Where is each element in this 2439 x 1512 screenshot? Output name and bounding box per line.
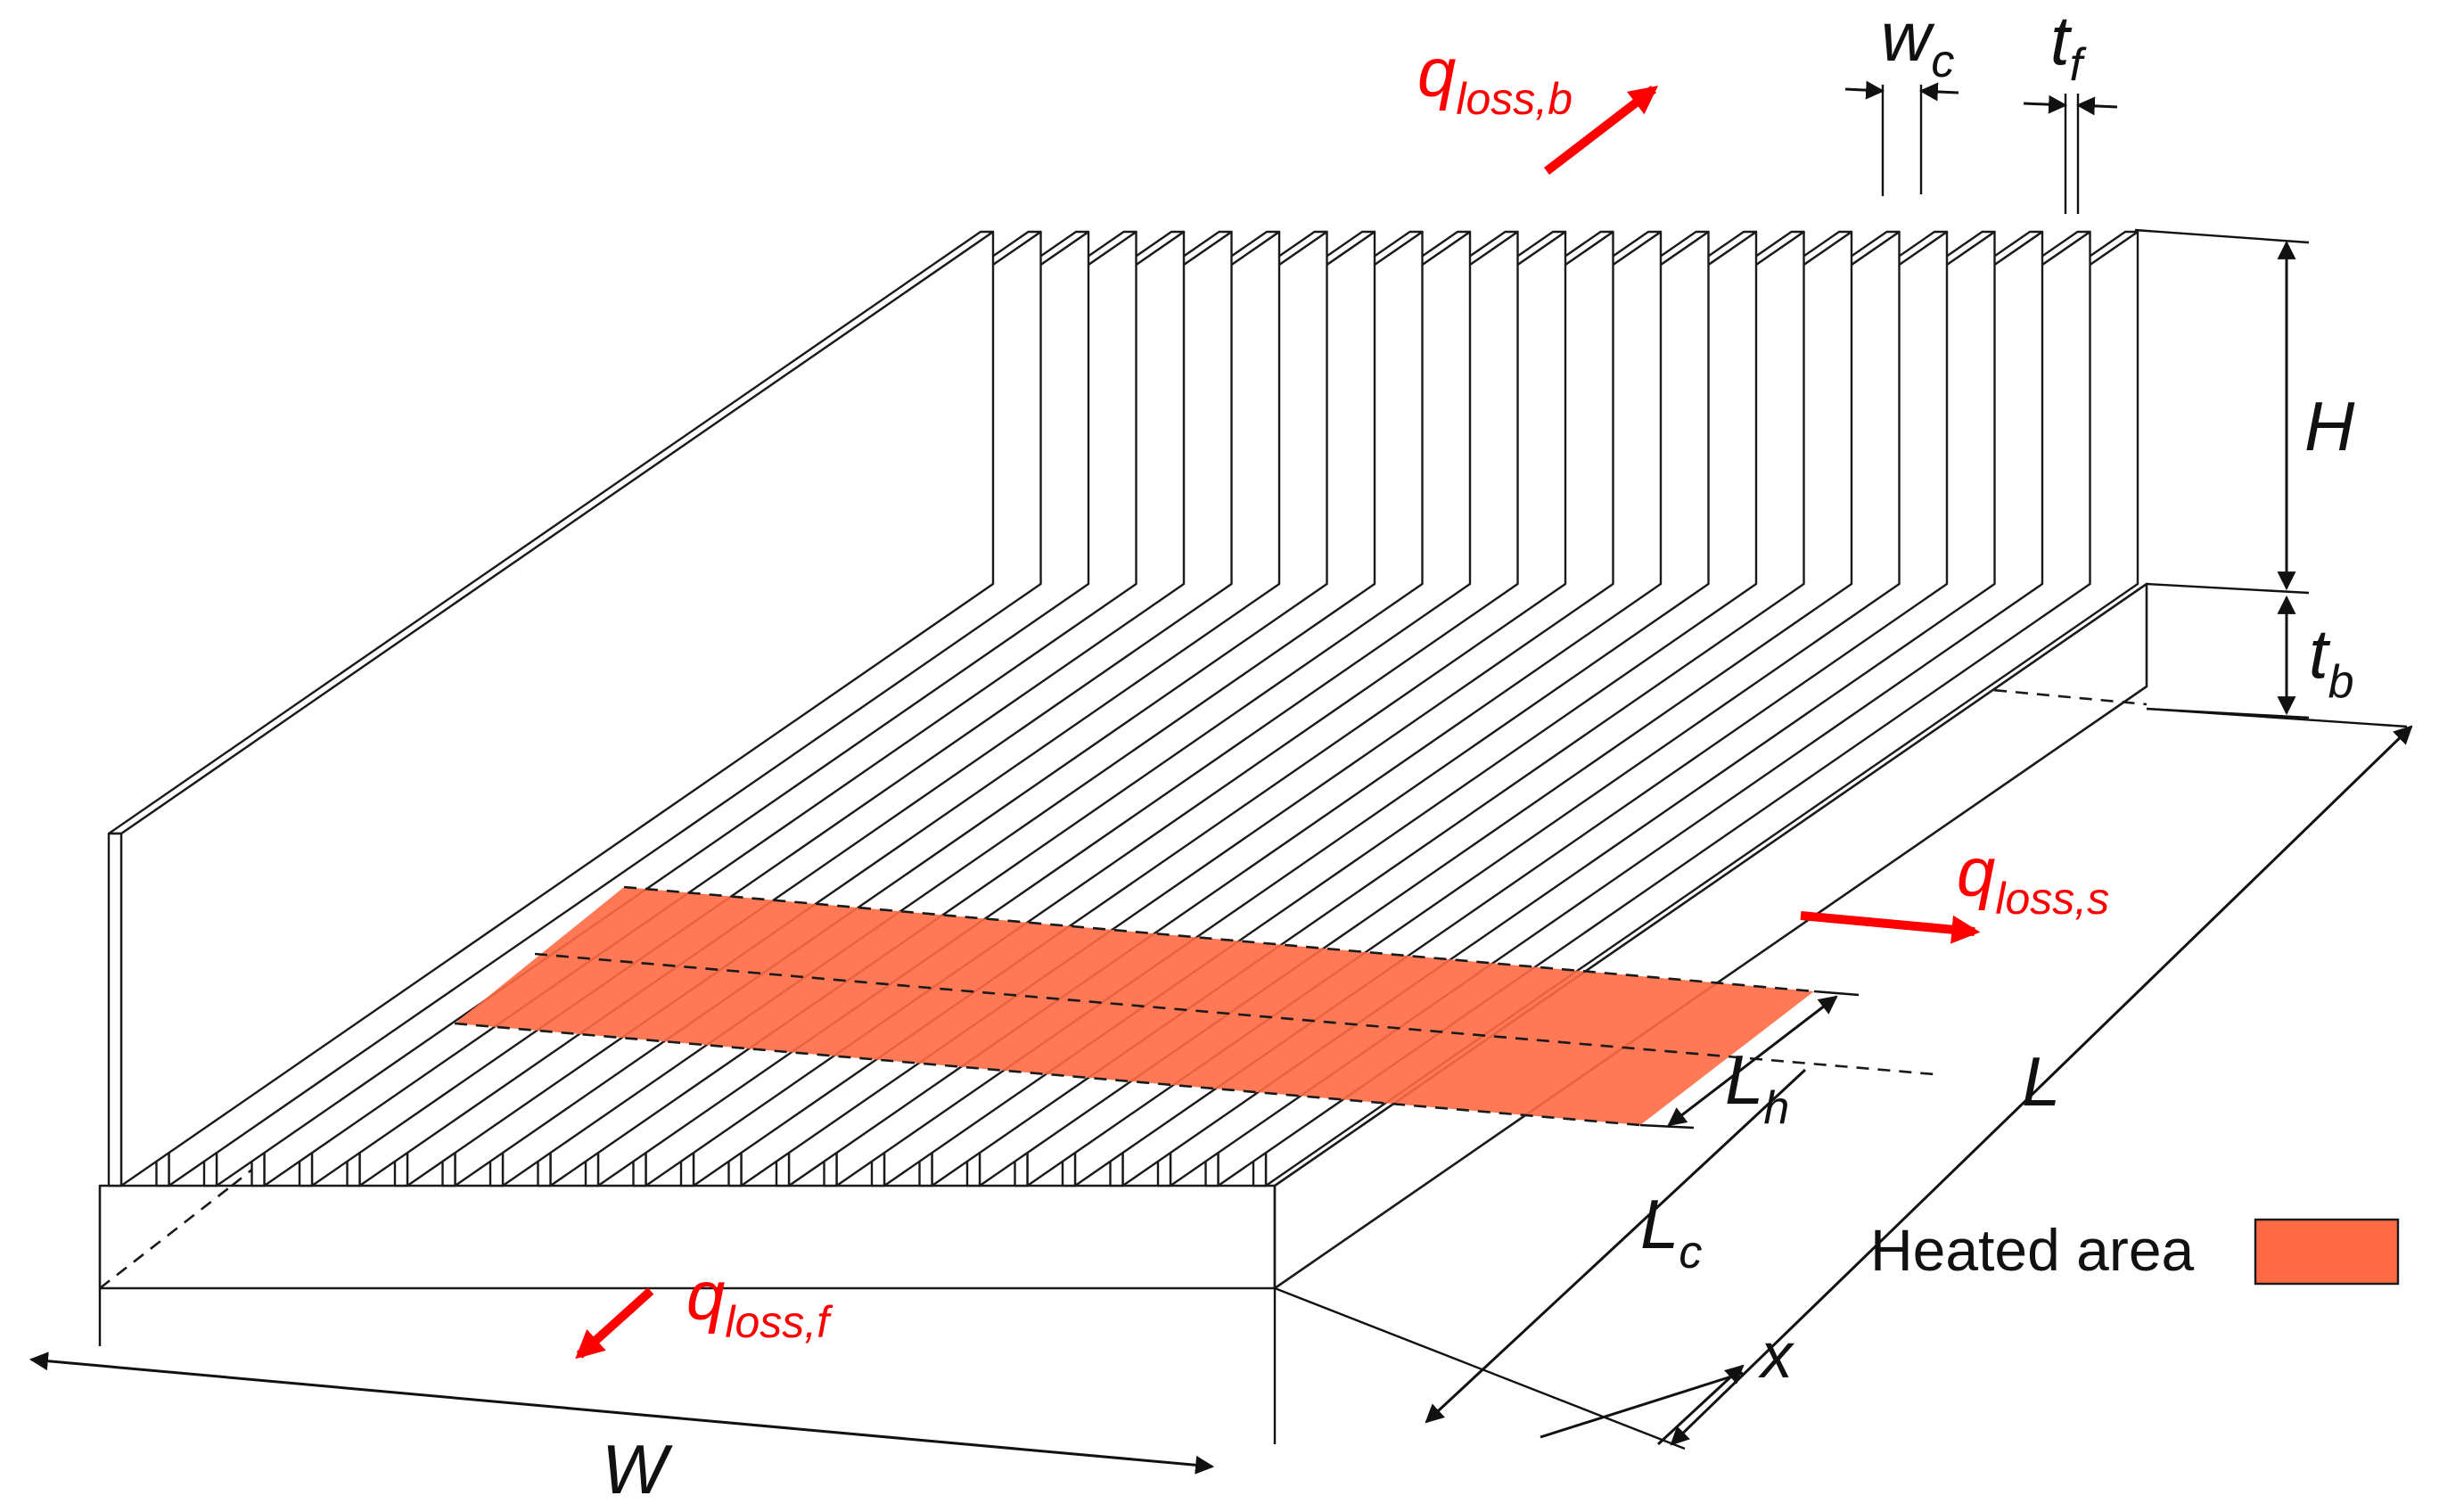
base-hidden-front-left: [99, 1184, 233, 1290]
dimension-L: L: [1274, 707, 2413, 1450]
label-q-loss-f: qloss,f: [686, 1256, 834, 1347]
fin: [107, 230, 995, 1187]
legend-label: Heated area: [1870, 1217, 2195, 1283]
heated-area-edge-bottom: [454, 1022, 1641, 1127]
heat-loss-b: qloss,b: [1417, 33, 1659, 175]
label-t-b: tb: [2309, 614, 2354, 708]
dimension-t-b: tb: [2277, 595, 2354, 716]
dimension-t-f: tf: [2023, 1, 2118, 214]
heated-area: [454, 885, 1935, 1127]
label-t-f: tf: [2050, 1, 2087, 91]
dimension-L-c: Lc: [1425, 1068, 1807, 1424]
label-x: x: [1758, 1320, 1795, 1392]
label-L-h: Lh: [1725, 1040, 1789, 1134]
heat-loss-f-arrow: [575, 1287, 654, 1360]
dimension-w-c: wc: [1844, 0, 1959, 196]
dimension-x: x: [1540, 1320, 1795, 1446]
dimension-L-h: Lh: [1639, 990, 1860, 1134]
heat-loss-f: qloss,f: [575, 1256, 834, 1360]
legend: Heated area: [1870, 1217, 2400, 1286]
label-L-c: Lc: [1640, 1185, 1702, 1278]
dimension-H: H: [2134, 228, 2355, 719]
legend-swatch: [2254, 1218, 2400, 1286]
label-q-loss-s: qloss,s: [1957, 833, 2109, 924]
dimension-W: W: [29, 1288, 1277, 1508]
label-w-c: wc: [1881, 0, 1954, 87]
heated-area-edge-top: [623, 885, 1815, 993]
label-W: W: [602, 1430, 673, 1508]
heat-loss-s-arrow: [1800, 911, 1981, 944]
label-L: L: [2022, 1042, 2060, 1121]
label-q-loss-b: qloss,b: [1417, 33, 1573, 124]
heat-loss-b-arrow: [1543, 86, 1659, 175]
heat-loss-s: qloss,s: [1800, 833, 2109, 944]
label-H: H: [2304, 387, 2355, 465]
